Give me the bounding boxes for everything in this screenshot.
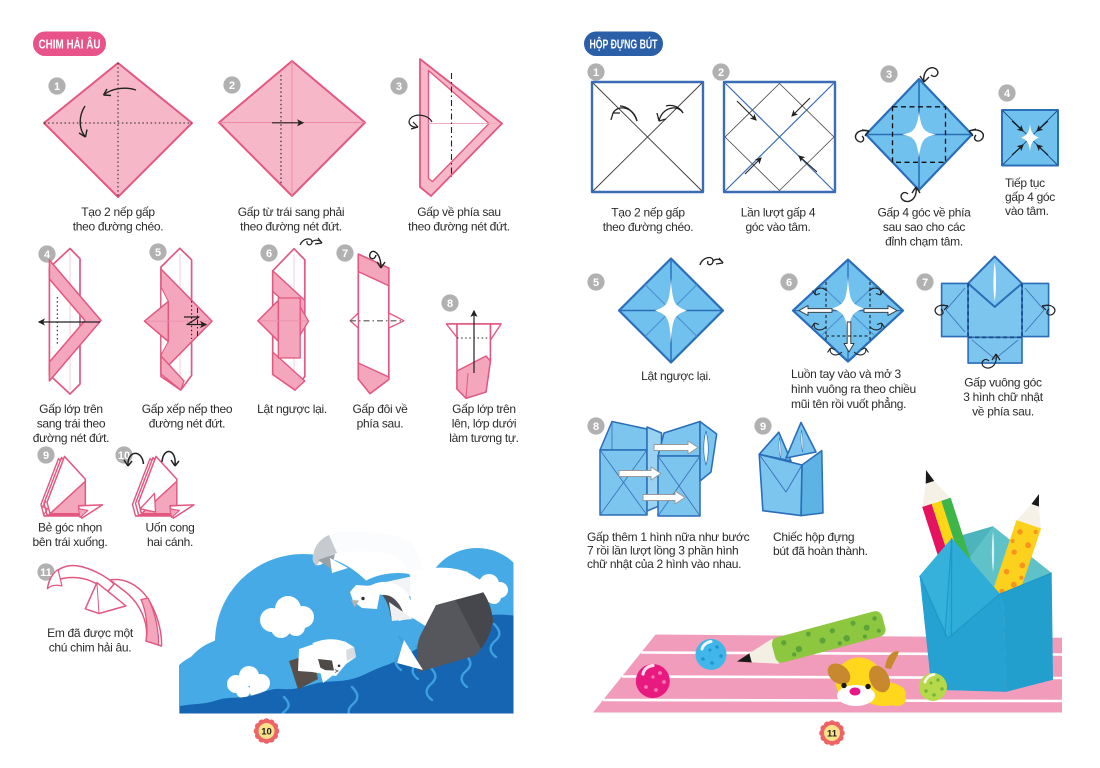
svg-text:Tạo 2 nếp gấp: Tạo 2 nếp gấp — [611, 206, 685, 220]
svg-text:về phía sau.: về phía sau. — [972, 405, 1034, 419]
svg-text:2: 2 — [229, 80, 235, 92]
svg-text:11: 11 — [827, 728, 838, 739]
svg-text:Gấp thêm 1 hình nữa như bước: Gấp thêm 1 hình nữa như bước — [587, 530, 750, 544]
svg-text:đường nét đứt.: đường nét đứt. — [149, 417, 225, 431]
svg-text:10: 10 — [261, 726, 272, 737]
svg-text:sang trái theo: sang trái theo — [37, 417, 106, 431]
svg-text:7 rồi lần lượt lồng 3 phần hìn: 7 rồi lần lượt lồng 3 phần hình — [587, 544, 738, 558]
svg-text:đỉnh chạm tâm.: đỉnh chạm tâm. — [885, 235, 963, 249]
svg-text:lên, lớp dưới: lên, lớp dưới — [452, 417, 517, 431]
svg-text:Gấp xếp nếp theo: Gấp xếp nếp theo — [142, 402, 233, 416]
svg-text:theo đường chéo.: theo đường chéo. — [73, 220, 164, 234]
svg-text:Gấp từ trái sang phải: Gấp từ trái sang phải — [238, 205, 344, 219]
svg-text:8: 8 — [447, 298, 453, 310]
svg-text:Em đã được một: Em đã được một — [47, 626, 134, 640]
svg-text:làm tương tự.: làm tương tự. — [449, 431, 518, 445]
svg-text:6: 6 — [266, 248, 272, 260]
svg-text:3: 3 — [886, 69, 892, 81]
svg-text:6: 6 — [786, 277, 792, 289]
svg-text:bút đã hoàn thành.: bút đã hoàn thành. — [773, 544, 868, 558]
svg-text:1: 1 — [54, 81, 60, 93]
svg-text:hình vuông ra theo chiều: hình vuông ra theo chiều — [791, 382, 916, 396]
svg-text:Tạo 2 nếp gấp: Tạo 2 nếp gấp — [81, 205, 155, 219]
svg-text:vào tâm.: vào tâm. — [1005, 204, 1049, 218]
svg-text:8: 8 — [593, 421, 599, 433]
svg-text:Lật ngược lại.: Lật ngược lại. — [257, 402, 327, 416]
svg-text:7: 7 — [922, 277, 928, 289]
svg-text:9: 9 — [760, 421, 766, 433]
svg-text:3 hình chữ nhật: 3 hình chữ nhật — [963, 390, 1044, 404]
svg-text:10: 10 — [118, 450, 130, 462]
svg-text:7: 7 — [342, 248, 348, 260]
svg-text:2: 2 — [718, 67, 724, 79]
svg-text:1: 1 — [593, 67, 599, 79]
svg-text:HỘP ĐỰNG BÚT: HỘP ĐỰNG BÚT — [590, 37, 658, 52]
svg-text:Gấp về phía sau: Gấp về phía sau — [417, 205, 501, 219]
svg-text:gấp 4 góc: gấp 4 góc — [1005, 190, 1055, 204]
svg-text:9: 9 — [43, 450, 49, 462]
svg-text:3: 3 — [396, 81, 402, 93]
svg-text:Gấp lớp trên: Gấp lớp trên — [452, 402, 516, 416]
svg-text:Bẻ góc nhọn: Bẻ góc nhọn — [38, 521, 102, 535]
svg-text:hai cánh.: hai cánh. — [147, 535, 193, 549]
svg-text:phía sau.: phía sau. — [357, 417, 404, 431]
svg-text:chú chim hải âu.: chú chim hải âu. — [49, 641, 132, 655]
svg-text:theo đường nét đứt.: theo đường nét đứt. — [240, 220, 342, 234]
svg-text:Lật ngược lại.: Lật ngược lại. — [641, 369, 711, 383]
svg-text:Luồn tay vào và mở 3: Luồn tay vào và mở 3 — [791, 367, 902, 381]
svg-text:sau sao cho các: sau sao cho các — [883, 220, 966, 234]
svg-text:5: 5 — [155, 247, 161, 259]
svg-text:5: 5 — [593, 277, 599, 289]
svg-text:4: 4 — [1004, 88, 1011, 100]
svg-text:bên trái xuống.: bên trái xuống. — [33, 535, 108, 549]
svg-text:Uốn cong: Uốn cong — [146, 521, 195, 535]
svg-text:11: 11 — [40, 567, 52, 579]
svg-text:Gấp 4 góc về phía: Gấp 4 góc về phía — [878, 206, 972, 220]
svg-text:theo đường nét đứt.: theo đường nét đứt. — [408, 220, 510, 234]
svg-text:mũi tên rồi vuốt phẳng.: mũi tên rồi vuốt phẳng. — [791, 396, 906, 411]
svg-text:Gấp vuông góc: Gấp vuông góc — [964, 376, 1042, 390]
svg-text:chữ nhật của 2 hình vào nhau.: chữ nhật của 2 hình vào nhau. — [587, 557, 741, 571]
svg-text:góc vào tâm.: góc vào tâm. — [745, 220, 810, 234]
svg-text:Tiếp tục: Tiếp tục — [1005, 176, 1045, 190]
svg-text:theo đường chéo.: theo đường chéo. — [603, 220, 694, 234]
svg-text:Lần lượt gấp 4: Lần lượt gấp 4 — [741, 206, 816, 220]
svg-text:4: 4 — [44, 249, 51, 261]
svg-text:Gấp lớp trên: Gấp lớp trên — [39, 402, 103, 416]
svg-text:Gấp đôi về: Gấp đôi về — [352, 402, 408, 416]
svg-text:đường nét đứt.: đường nét đứt. — [33, 431, 109, 445]
svg-text:Chiếc hộp đựng: Chiếc hộp đựng — [773, 530, 854, 544]
svg-text:CHIM HẢI ÂU: CHIM HẢI ÂU — [39, 37, 101, 52]
